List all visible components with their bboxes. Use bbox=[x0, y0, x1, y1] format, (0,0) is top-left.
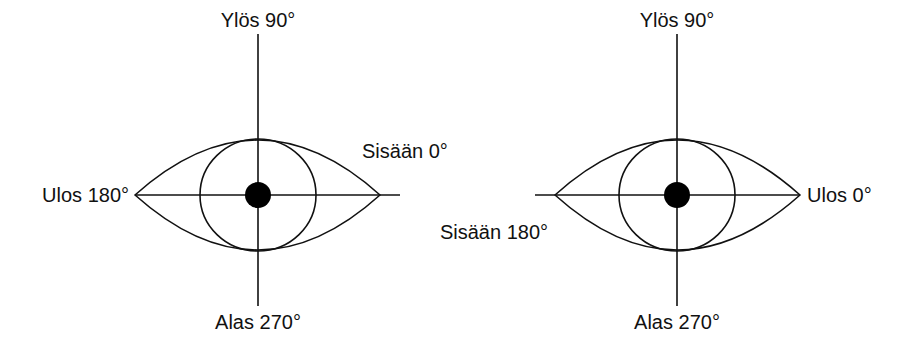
direction-label: Ylös 90° bbox=[221, 8, 296, 32]
pupil bbox=[664, 182, 690, 208]
pupil bbox=[245, 182, 271, 208]
direction-label: Alas 270° bbox=[215, 310, 301, 334]
direction-label: Ulos 0° bbox=[807, 183, 872, 207]
direction-label: Sisään 0° bbox=[362, 139, 448, 163]
iris bbox=[619, 139, 735, 251]
direction-label: Alas 270° bbox=[634, 310, 720, 334]
direction-label: Ulos 180° bbox=[42, 183, 129, 207]
eye-outline bbox=[555, 140, 800, 250]
vertical-axis bbox=[257, 34, 259, 306]
eye-outline bbox=[135, 140, 380, 250]
right-eye bbox=[535, 34, 800, 306]
vertical-axis bbox=[676, 34, 678, 306]
direction-label: Sisään 180° bbox=[440, 220, 548, 244]
iris bbox=[200, 139, 316, 251]
left-eye bbox=[135, 34, 400, 306]
direction-label: Ylös 90° bbox=[640, 8, 715, 32]
